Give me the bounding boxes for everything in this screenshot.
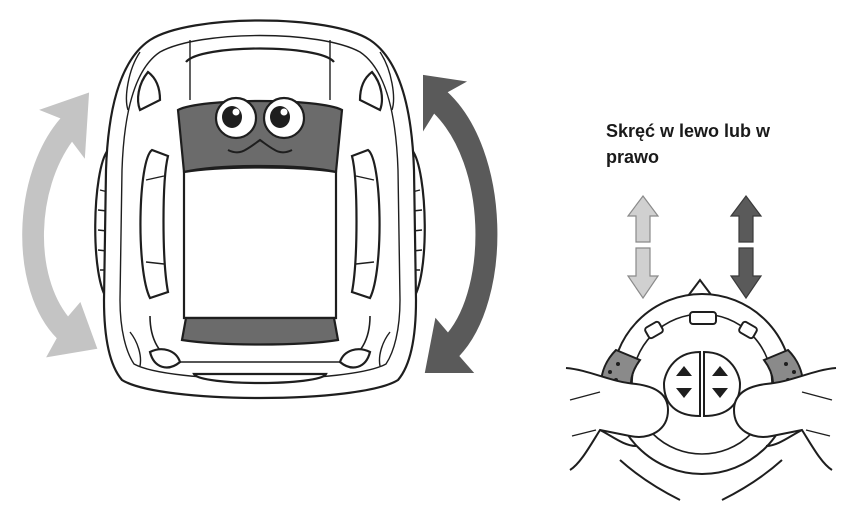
up-down-arrow-left-icon: [628, 196, 658, 298]
right-rotation-arrow-icon: [424, 76, 496, 372]
left-rotation-arrow-icon: [23, 94, 96, 356]
instruction-text: Skręć w lewo lub w prawo: [606, 118, 806, 170]
up-down-arrow-right-icon: [731, 196, 761, 298]
toy-car: [95, 21, 425, 399]
